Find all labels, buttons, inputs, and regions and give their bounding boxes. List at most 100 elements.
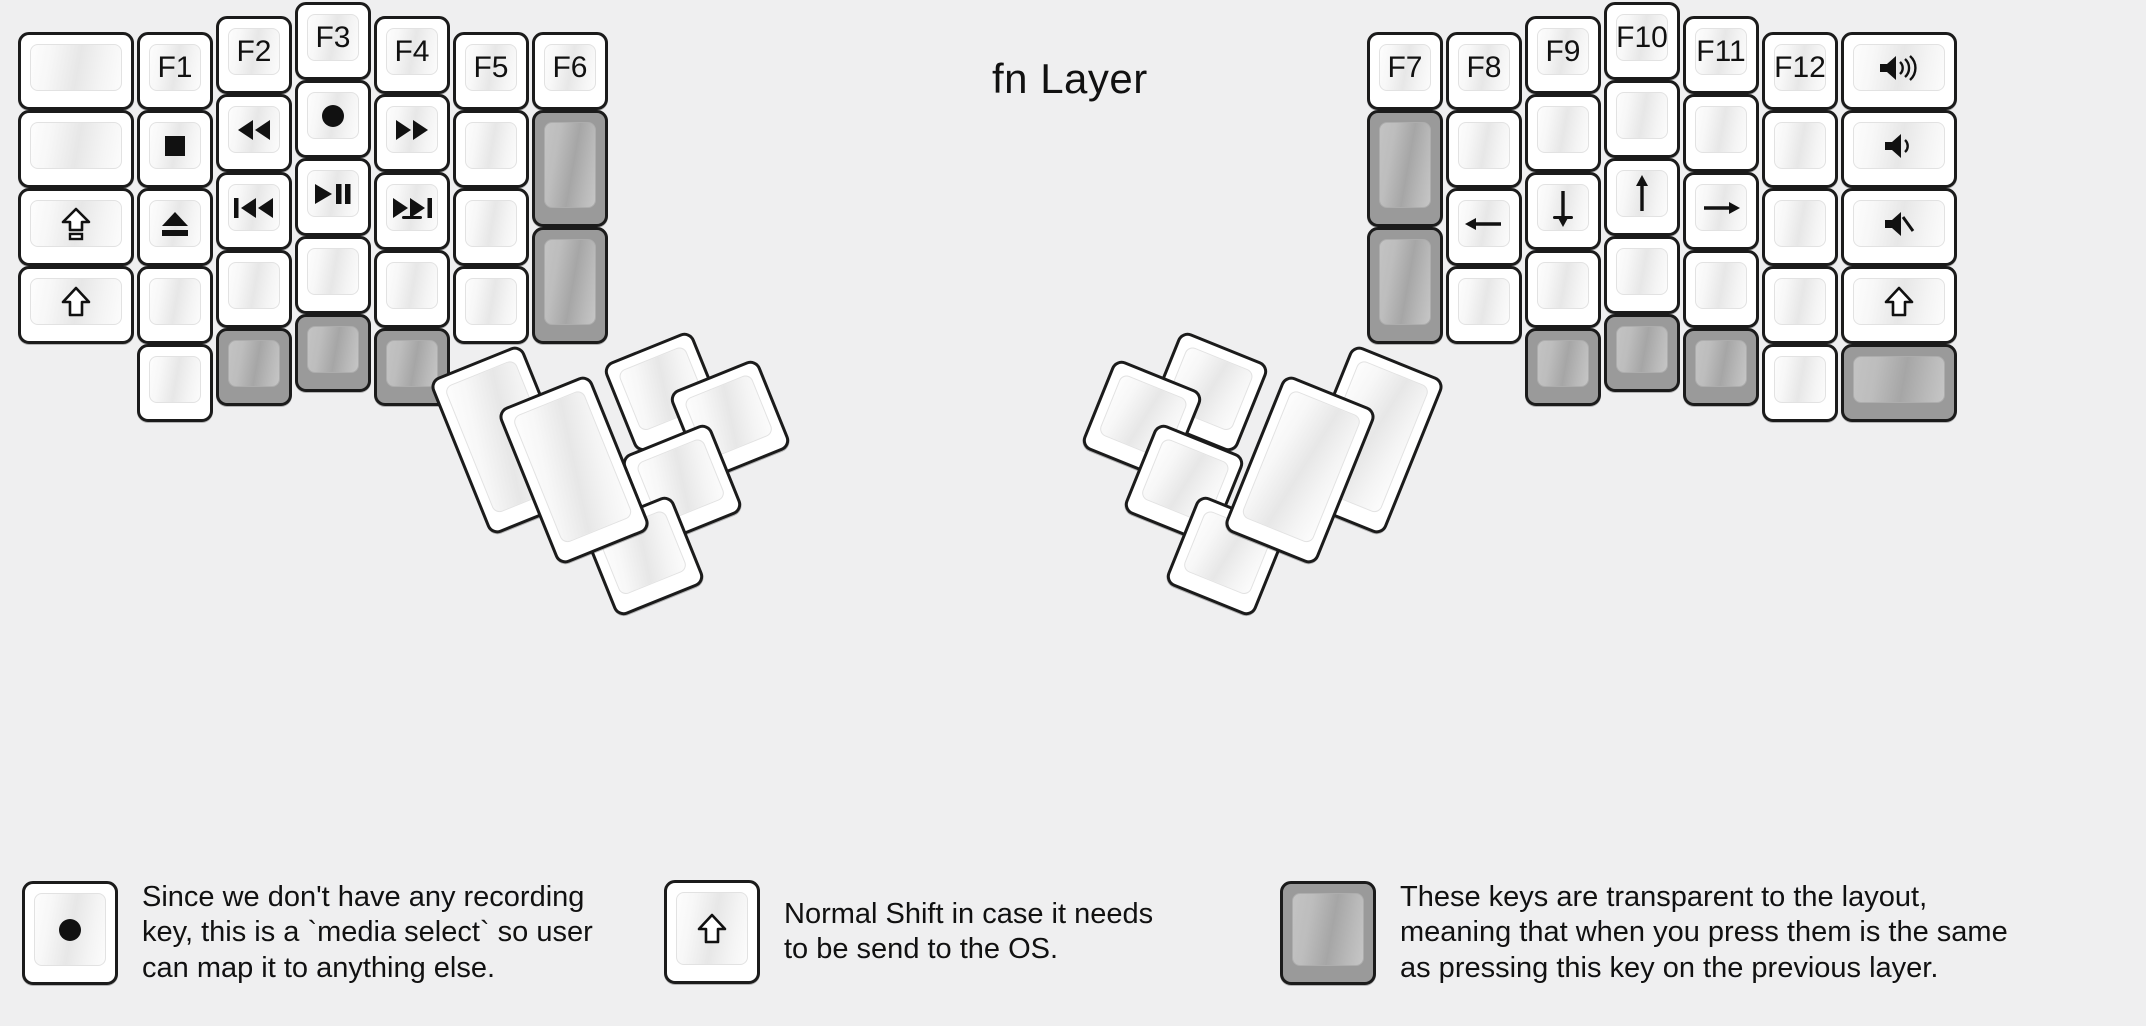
keycap-surface bbox=[465, 278, 517, 325]
keycap-surface bbox=[1695, 184, 1747, 231]
keycap-left-col-ring-r1[interactable]: F2 bbox=[216, 16, 292, 94]
keycap-right-col-index-inner-r2[interactable] bbox=[1446, 110, 1522, 188]
keycap-left-col-index-r3[interactable] bbox=[374, 172, 450, 250]
keycap-left-col-inner-r2[interactable] bbox=[532, 110, 608, 227]
keycap-right-col-pinky-r1[interactable]: F12 bbox=[1762, 32, 1838, 110]
keycap-left-col-pinky-outer-r2[interactable] bbox=[18, 110, 134, 188]
keycap-surface bbox=[1379, 239, 1431, 325]
keycap-surface: F11 bbox=[1695, 28, 1747, 75]
keycap-left-col-pinky-outer-r4[interactable] bbox=[18, 266, 134, 344]
keycap-right-col-middle-r5[interactable] bbox=[1604, 314, 1680, 392]
keycap-right-col-ring-r1[interactable]: F11 bbox=[1683, 16, 1759, 94]
keycap-surface bbox=[307, 92, 359, 139]
next-track-icon bbox=[389, 195, 435, 221]
keycap-right-col-index-inner-r4[interactable] bbox=[1446, 266, 1522, 344]
keycap-left-col-index-inner-r3[interactable] bbox=[453, 188, 529, 266]
keycap-left-col-inner-r1[interactable]: F6 bbox=[532, 32, 608, 110]
keycap-left-col-index-r5[interactable] bbox=[374, 328, 450, 406]
keycap-right-col-middle-r4[interactable] bbox=[1604, 236, 1680, 314]
keycap-right-col-pinky-outer-r4[interactable] bbox=[1841, 266, 1957, 344]
volume-mute-icon bbox=[1882, 209, 1916, 239]
keycap-left-col-pinky-r5[interactable] bbox=[137, 344, 213, 422]
eject-icon bbox=[159, 209, 191, 239]
keycap-left-col-index-inner-r4[interactable] bbox=[453, 266, 529, 344]
keycap-right-col-ring-r2[interactable] bbox=[1683, 94, 1759, 172]
homing-bump-icon bbox=[1553, 216, 1573, 219]
rewind-icon bbox=[234, 117, 274, 143]
keycap-right-col-ring-r3[interactable] bbox=[1683, 172, 1759, 250]
arrow-right-icon bbox=[1700, 195, 1742, 221]
keycap-right-col-ring-r4[interactable] bbox=[1683, 250, 1759, 328]
keycap-right-col-middle-r1[interactable]: F10 bbox=[1604, 2, 1680, 80]
keycap-surface bbox=[1537, 184, 1589, 231]
keycap-left-col-pinky-outer-r1[interactable] bbox=[18, 32, 134, 110]
keycap-right-col-index-r4[interactable] bbox=[1525, 250, 1601, 328]
keycap-label: F3 bbox=[315, 20, 351, 54]
keycap-left-col-middle-r2[interactable] bbox=[295, 80, 371, 158]
keycap-surface: F7 bbox=[1379, 44, 1431, 91]
keycap-surface bbox=[228, 340, 280, 387]
keycap-right-col-pinky-r4[interactable] bbox=[1762, 266, 1838, 344]
keycap-surface bbox=[149, 278, 201, 325]
keycap-surface: F3 bbox=[307, 14, 359, 61]
keycap-left-col-ring-r2[interactable] bbox=[216, 94, 292, 172]
keycap-surface bbox=[1774, 122, 1826, 169]
keycap-left-col-index-inner-r2[interactable] bbox=[453, 110, 529, 188]
keycap-right-col-inner-r2[interactable] bbox=[1367, 110, 1443, 227]
keycap-left-col-ring-r4[interactable] bbox=[216, 250, 292, 328]
keycap-right-col-pinky-r3[interactable] bbox=[1762, 188, 1838, 266]
keycap-surface bbox=[34, 893, 106, 967]
keycap-right-col-inner-r3[interactable] bbox=[1367, 227, 1443, 344]
keycap-left-col-pinky-r1[interactable]: F1 bbox=[137, 32, 213, 110]
keycap-surface bbox=[1774, 200, 1826, 247]
keycap-right-col-pinky-outer-r2[interactable] bbox=[1841, 110, 1957, 188]
keycap-right-col-index-r1[interactable]: F9 bbox=[1525, 16, 1601, 94]
keycap-right-col-index-r3[interactable] bbox=[1525, 172, 1601, 250]
keycap-left-col-middle-r1[interactable]: F3 bbox=[295, 2, 371, 80]
keycap-right-col-pinky-outer-r3[interactable] bbox=[1841, 188, 1957, 266]
keycap-surface bbox=[1458, 278, 1510, 325]
keycap-surface bbox=[1616, 248, 1668, 295]
keycap-left-col-pinky-r3[interactable] bbox=[137, 188, 213, 266]
keycap-right-col-index-r2[interactable] bbox=[1525, 94, 1601, 172]
keycap-left-col-middle-r4[interactable] bbox=[295, 236, 371, 314]
keycap-right-col-index-r5[interactable] bbox=[1525, 328, 1601, 406]
keycap-right-col-middle-r2[interactable] bbox=[1604, 80, 1680, 158]
shift-icon bbox=[1884, 286, 1914, 318]
keycap-left-col-pinky-r2[interactable] bbox=[137, 110, 213, 188]
keycap-left-col-ring-r3[interactable] bbox=[216, 172, 292, 250]
keycap-surface bbox=[1695, 262, 1747, 309]
keycap-right-col-index-inner-r3[interactable] bbox=[1446, 188, 1522, 266]
keycap-left-col-index-r4[interactable] bbox=[374, 250, 450, 328]
legend-item-3: These keys are transparent to the layout… bbox=[1280, 880, 2008, 986]
keycap-left-col-index-r1[interactable]: F4 bbox=[374, 16, 450, 94]
keycap-right-col-pinky-outer-r5[interactable] bbox=[1841, 344, 1957, 422]
keycap-label: F1 bbox=[157, 50, 193, 84]
keycap-left-col-pinky-outer-r3[interactable] bbox=[18, 188, 134, 266]
keycap-right-col-pinky-r2[interactable] bbox=[1762, 110, 1838, 188]
keycap-surface: F10 bbox=[1616, 14, 1668, 61]
keycap-right-col-inner-r1[interactable]: F7 bbox=[1367, 32, 1443, 110]
arrow-up-icon bbox=[1629, 173, 1655, 215]
keycap-left-col-index-r2[interactable] bbox=[374, 94, 450, 172]
keycap-right-col-ring-r5[interactable] bbox=[1683, 328, 1759, 406]
keycap-left-col-middle-r3[interactable] bbox=[295, 158, 371, 236]
keycap-right-col-index-inner-r1[interactable]: F8 bbox=[1446, 32, 1522, 110]
keycap-surface bbox=[544, 239, 596, 325]
keycap-right-col-pinky-r5[interactable] bbox=[1762, 344, 1838, 422]
page-title: fn Layer bbox=[992, 55, 1148, 102]
fast-forward-icon bbox=[392, 117, 432, 143]
shift-icon bbox=[697, 913, 727, 945]
keycap-left-col-index-inner-r1[interactable]: F5 bbox=[453, 32, 529, 110]
keycap-left-col-ring-r5[interactable] bbox=[216, 328, 292, 406]
volume-up-icon bbox=[1877, 53, 1921, 83]
keycap-right-col-middle-r3[interactable] bbox=[1604, 158, 1680, 236]
keycap-left-col-middle-r5[interactable] bbox=[295, 314, 371, 392]
keycap-left-col-pinky-r4[interactable] bbox=[137, 266, 213, 344]
keycap-right-col-pinky-outer-r1[interactable] bbox=[1841, 32, 1957, 110]
keycap-surface bbox=[30, 122, 122, 169]
keycap-label: F2 bbox=[236, 34, 272, 68]
keycap-surface bbox=[676, 892, 748, 965]
keycap-left-col-inner-r3[interactable] bbox=[532, 227, 608, 344]
